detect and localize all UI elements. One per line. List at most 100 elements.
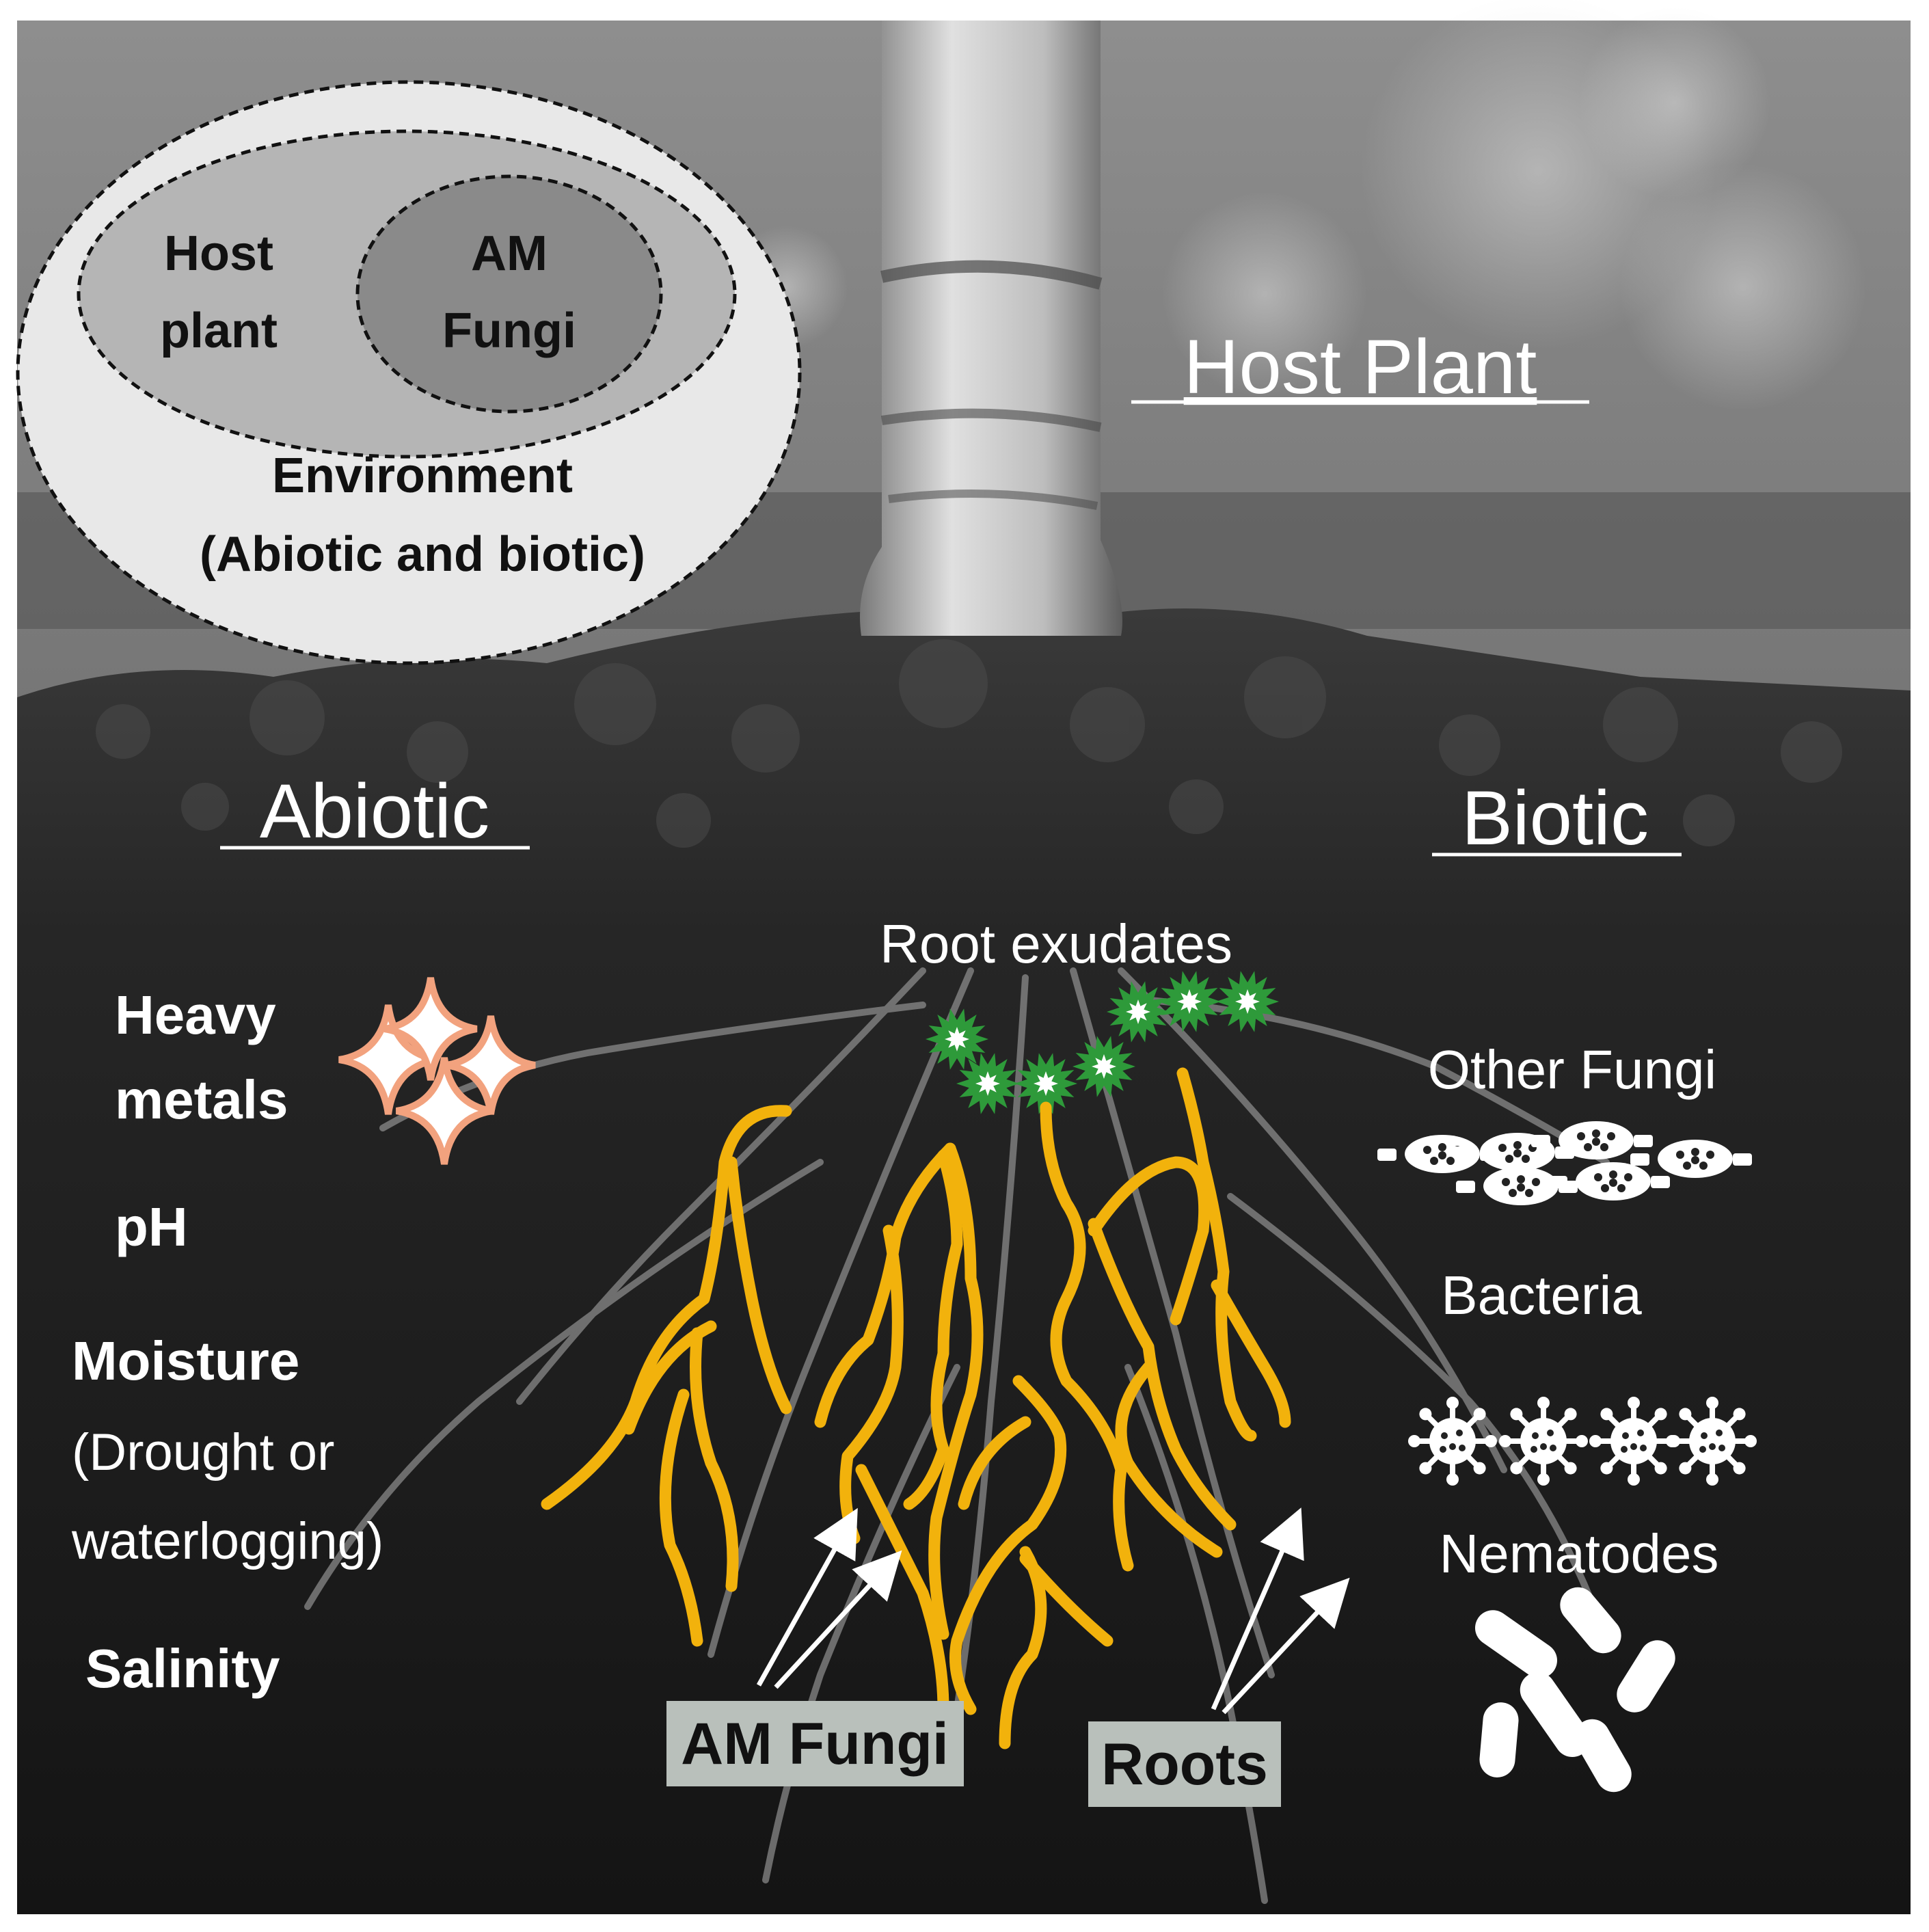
nematode-body [1560, 1587, 1621, 1654]
hypha [1088, 1218, 1237, 1531]
virus-dot [1621, 1446, 1628, 1453]
hypha [903, 1149, 963, 1510]
virus-spike-tip [1654, 1408, 1667, 1421]
roots-box-bg [1088, 1721, 1281, 1807]
virus-spike-tip [1499, 1435, 1511, 1447]
fungi-spore-dot [1438, 1151, 1446, 1159]
hypha [1211, 1279, 1291, 1428]
virus-spike-tip [1706, 1397, 1718, 1409]
fungi-spore-stalk [1377, 1149, 1397, 1161]
fungi-spore-dot [1513, 1149, 1522, 1157]
fungi-spore-dot [1609, 1179, 1617, 1187]
arrow-icon [756, 1507, 858, 1687]
virus-spike-tip [1510, 1462, 1523, 1475]
virus-spike-tip [1446, 1397, 1459, 1409]
am-fungi-label: AM Fungi [681, 1711, 949, 1777]
fungi-spore-stalk [1531, 1135, 1550, 1147]
fungi-spore-stalk [1456, 1181, 1475, 1193]
virus-icon [1610, 1418, 1657, 1464]
bacteria-icons [1408, 1397, 1757, 1486]
virus-spike-tip [1564, 1408, 1577, 1421]
root-exudates-label: Root exudates [880, 913, 1232, 974]
fungi-spore-dot [1517, 1175, 1525, 1183]
virus-spike-tip [1706, 1473, 1718, 1486]
virus-spike-tip [1628, 1397, 1640, 1409]
venn-env-label-1: Environment [272, 448, 573, 503]
virus-dot [1716, 1430, 1723, 1436]
virus-dot [1540, 1443, 1547, 1450]
venn-amf-label-1: AM [471, 226, 548, 281]
am-fungi-label-box: AM Fungi [666, 1701, 964, 1786]
nematode-body [1520, 1672, 1591, 1758]
virus-dot [1699, 1446, 1706, 1453]
roots-label: Roots [1101, 1732, 1268, 1797]
background-photo [17, 0, 1911, 1914]
virus-spike-tip [1485, 1435, 1497, 1447]
virus-dot [1440, 1446, 1446, 1453]
hypha [690, 1327, 739, 1592]
roots-label-box: Roots [1088, 1721, 1281, 1807]
virus-spike-tip [1446, 1473, 1459, 1486]
fungi-spore-dot [1624, 1173, 1632, 1181]
virus-dot [1459, 1445, 1466, 1451]
exudate-star-icon-core [975, 1071, 1000, 1096]
fungi-spore-dot [1706, 1151, 1714, 1159]
fungi-spore-dot [1532, 1178, 1540, 1186]
fungi-spore-dot [1600, 1143, 1608, 1151]
hypha [1040, 1101, 1134, 1572]
moisture-sub-label-1: (Drought or [72, 1423, 334, 1481]
fungi-spore-dot [1592, 1138, 1600, 1146]
virus-icon [1429, 1418, 1476, 1464]
abiotic-heading: Abiotic [260, 768, 489, 854]
hypha [928, 1142, 984, 1640]
virus-dot [1630, 1443, 1637, 1450]
nematode-icon [1617, 1640, 1675, 1713]
exudate-star-icon-core [1092, 1054, 1116, 1079]
fungi-spore-dot [1423, 1146, 1431, 1154]
virus-spike-tip [1589, 1435, 1602, 1447]
hypha [725, 1156, 792, 1414]
virus-spike-tip [1744, 1435, 1757, 1447]
fungi-spore-dot [1438, 1143, 1446, 1151]
nematode-body [1617, 1640, 1675, 1713]
sparkle-icon [383, 977, 478, 1081]
fungi-spore-dot [1676, 1151, 1684, 1159]
salinity-label: Salinity [85, 1638, 280, 1699]
exudate-star-icon-core [945, 1027, 969, 1051]
virus-spike-tip [1537, 1397, 1550, 1409]
venn-env-label-2: (Abiotic and biotic) [200, 527, 645, 582]
virus-dot [1532, 1432, 1539, 1439]
fungi-spore-dot [1502, 1178, 1510, 1186]
virus-spike-tip [1564, 1462, 1577, 1475]
sparkle-icon [395, 1057, 494, 1165]
fungi-spore-dot [1592, 1129, 1600, 1138]
fungi-spore-stalk [1733, 1153, 1752, 1166]
exudate-star-icon-core [1177, 989, 1202, 1014]
hypha [958, 1416, 1031, 1510]
fungi-spore-dot [1691, 1148, 1699, 1156]
virus-spike-tip [1600, 1462, 1613, 1475]
virus-spike-tip [1628, 1473, 1640, 1486]
heavy-metals-label-2: metals [115, 1069, 288, 1130]
virus-spike-tip [1510, 1408, 1523, 1421]
fungi-spore-dot [1577, 1132, 1585, 1140]
fungi-spore-dot [1607, 1132, 1615, 1140]
hypha [814, 1142, 956, 1428]
ph-label: pH [115, 1196, 188, 1257]
virus-dot [1622, 1432, 1629, 1439]
arrow-icon [1211, 1507, 1304, 1710]
virus-dot [1701, 1432, 1708, 1439]
host-plant-heading: Host Plant [1184, 324, 1537, 410]
arrow-icon [1222, 1577, 1350, 1715]
other-fungi-label: Other Fungi [1428, 1039, 1716, 1100]
fungi-spore-dot [1683, 1162, 1691, 1170]
heavy-metals-label-1: Heavy [115, 984, 276, 1045]
fungi-spore-dot [1584, 1143, 1592, 1151]
virus-icon [1689, 1418, 1736, 1464]
virus-spike-tip [1408, 1435, 1420, 1447]
nematode-icon [1574, 1719, 1632, 1793]
roots-arrows [1211, 1507, 1350, 1715]
hypha [659, 1388, 703, 1647]
hypha [541, 1105, 792, 1510]
venn-host-label-2: plant [160, 304, 278, 358]
